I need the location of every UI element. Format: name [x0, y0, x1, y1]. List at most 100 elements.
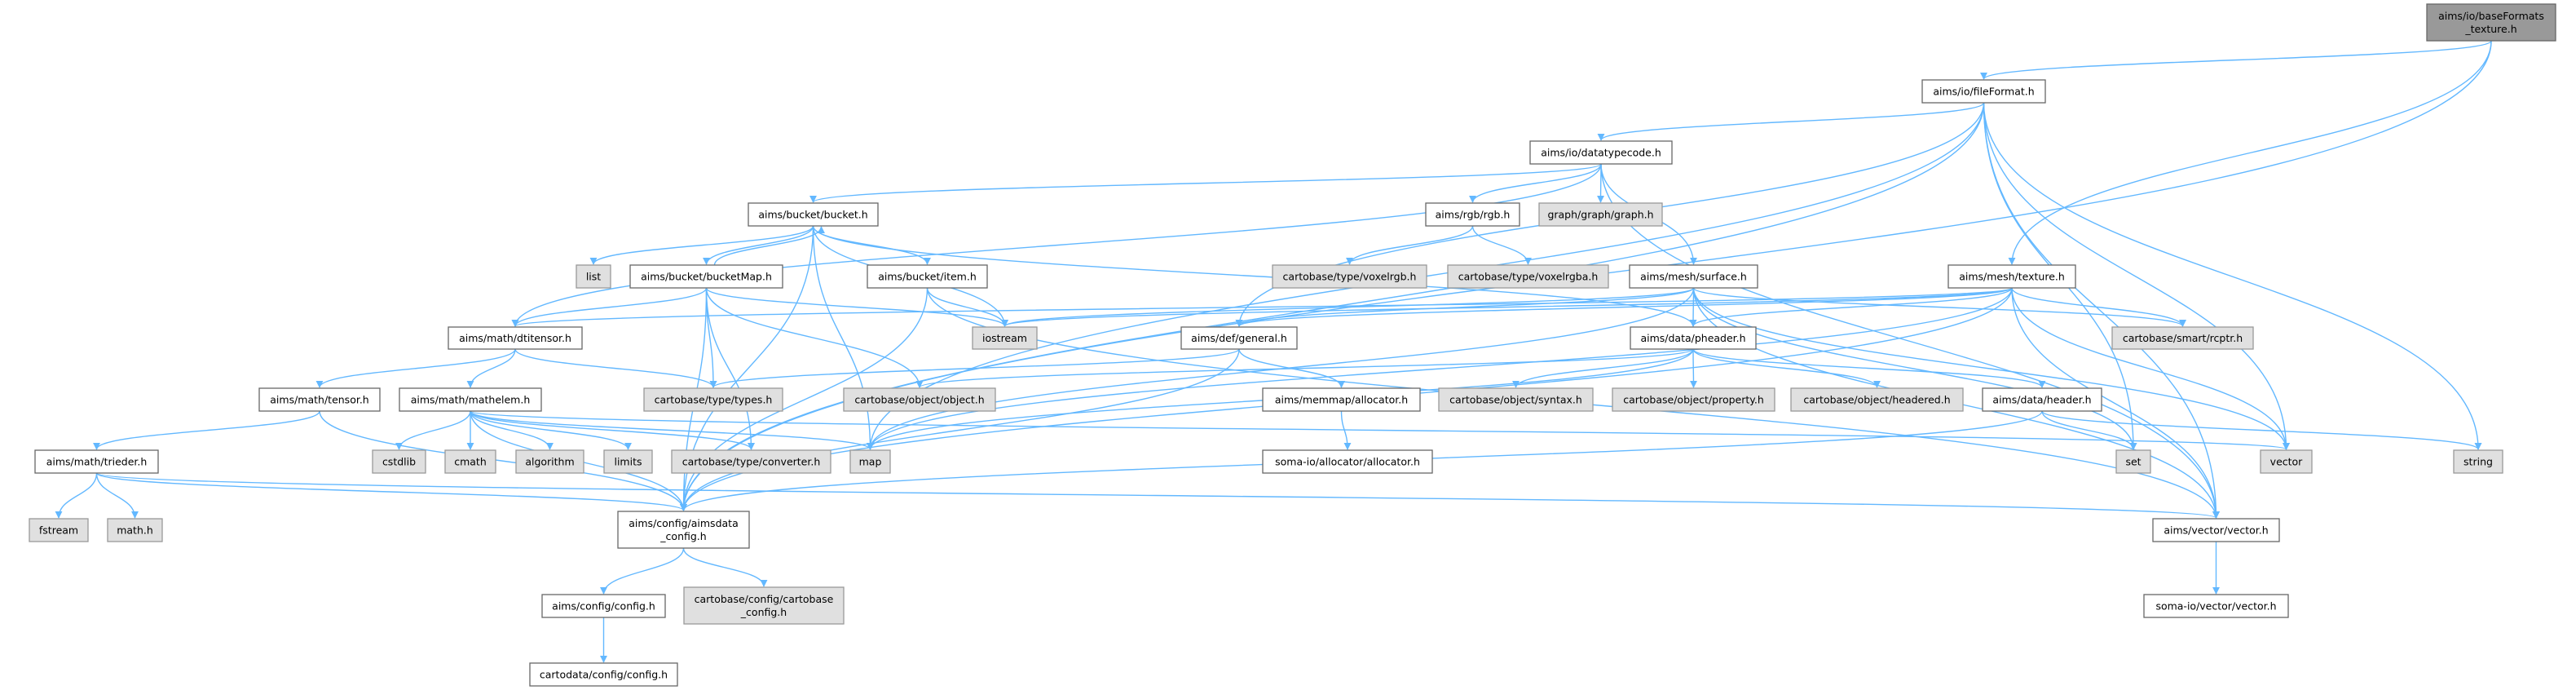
node-allocator[interactable]: aims/memmap/allocator.h: [1262, 387, 1421, 412]
node-box: [617, 511, 750, 549]
node-object: cartobase/object/object.h: [843, 387, 996, 412]
node-somaalloc[interactable]: soma-io/allocator/allocator.h: [1262, 449, 1433, 474]
node-label: string: [2464, 456, 2493, 468]
edge-aimsdataconfig-to-cartobaseconfig: [682, 547, 768, 587]
edge-mathelem-to-converter: [470, 410, 755, 450]
edge-bucket-to-map: [812, 225, 874, 450]
edge-mathelem-to-map: [470, 410, 874, 450]
edge-root-to-fileFormat: [1980, 40, 2492, 80]
node-box: [34, 449, 159, 474]
edge-texture-to-dtitensor: [512, 287, 2013, 327]
node-texture[interactable]: aims/mesh/texture.h: [1947, 264, 2076, 289]
edge-tensor-to-aimsdataconfig: [319, 410, 687, 511]
node-label: aims/bucket/bucket.h: [758, 209, 867, 221]
node-label: cartobase/config/cartobase: [695, 593, 834, 605]
node-set: set: [2115, 449, 2151, 474]
node-label: aims/math/trieder.h: [46, 456, 148, 468]
node-label: soma-io/vector/vector.h: [2155, 600, 2276, 613]
edge-bucket-to-list: [589, 225, 814, 265]
node-box: [444, 449, 496, 474]
node-general[interactable]: aims/def/general.h: [1180, 326, 1298, 350]
node-label: soma-io/allocator/allocator.h: [1275, 456, 1420, 468]
edge-bucketMap-to-object: [705, 287, 924, 388]
node-label: aims/vector/vector.h: [2164, 524, 2268, 537]
edge-pheader-to-property: [1689, 348, 1697, 388]
node-aimsvector[interactable]: aims/vector/vector.h: [2152, 518, 2280, 542]
node-box: [515, 449, 584, 474]
node-label: aims/data/pheader.h: [1640, 332, 1745, 344]
node-rgb[interactable]: aims/rgb/rgb.h: [1425, 202, 1520, 227]
node-fileFormat[interactable]: aims/io/fileFormat.h: [1921, 79, 2046, 104]
edge-mathelem-to-cstdlib: [395, 410, 471, 450]
node-cartodataconfig[interactable]: cartodata/config/config.h: [529, 662, 678, 687]
node-headered: cartobase/object/headered.h: [1790, 387, 1964, 412]
node-label: map: [859, 456, 882, 468]
node-surface[interactable]: aims/mesh/surface.h: [1629, 264, 1758, 289]
node-label: cmath: [454, 456, 487, 468]
node-label: aims/math/tensor.h: [270, 394, 368, 406]
node-box: [1529, 140, 1673, 165]
edge-texture-to-rcptr: [2011, 287, 2186, 327]
node-iostream: iostream: [972, 326, 1038, 350]
node-label: vector: [2270, 456, 2304, 468]
node-dtitensor[interactable]: aims/math/dtitensor.h: [448, 326, 583, 350]
node-trieder[interactable]: aims/math/trieder.h: [34, 449, 159, 474]
edges-layer: [55, 40, 2492, 663]
node-label: limits: [614, 456, 642, 468]
edge-surface-to-iostream: [1001, 287, 1695, 327]
node-box: [1438, 387, 1594, 412]
edge-trieder-to-mathh: [95, 472, 139, 519]
node-box: [972, 326, 1038, 350]
node-syntax: cartobase/object/syntax.h: [1438, 387, 1594, 412]
node-cmath: cmath: [444, 449, 496, 474]
edge-dtitensor-to-tensor: [315, 348, 516, 388]
edge-trieder-to-aimsdataconfig: [95, 472, 687, 511]
edge-texture-to-map: [867, 287, 2013, 450]
node-label: math.h: [117, 524, 153, 537]
edge-general-to-types: [709, 348, 1240, 388]
edge-header-to-string: [2041, 410, 2482, 450]
edge-texture-to-aimsvector: [2011, 287, 2220, 519]
edge-texture-to-vector: [2011, 287, 2290, 450]
node-property: cartobase/object/property.h: [1612, 387, 1775, 412]
node-box: [1790, 387, 1964, 412]
node-label: cartobase/object/syntax.h: [1449, 394, 1582, 406]
node-label: aims/mesh/texture.h: [1959, 271, 2065, 283]
node-pheader[interactable]: aims/data/pheader.h: [1630, 326, 1757, 350]
node-label: cartobase/object/property.h: [1623, 394, 1764, 406]
edge-pheader-to-headered: [1692, 348, 1881, 388]
node-box: [2426, 3, 2556, 42]
node-label: cartobase/type/converter.h: [682, 456, 821, 468]
node-box: [258, 387, 381, 412]
edge-mathelem-to-limits: [470, 410, 632, 450]
node-tensor[interactable]: aims/math/tensor.h: [258, 387, 381, 412]
node-aimsdataconfig[interactable]: aims/config/aimsdata_config.h: [617, 511, 750, 549]
node-label: aims/def/general.h: [1191, 332, 1287, 344]
edge-mathelem-to-algorithm: [470, 410, 554, 450]
node-box: [1262, 449, 1433, 474]
edge-texture-to-iostream: [1001, 287, 2013, 327]
node-mathelem[interactable]: aims/math/mathelem.h: [399, 387, 542, 412]
node-root[interactable]: aims/io/baseFormats_texture.h: [2426, 3, 2556, 42]
node-rcptr: cartobase/smart/rcptr.h: [2111, 326, 2254, 350]
node-bucket[interactable]: aims/bucket/bucket.h: [748, 202, 879, 227]
edge-pheader-to-header: [1692, 348, 2046, 388]
node-box: [2115, 449, 2151, 474]
edge-texture-to-pheader: [1689, 287, 2013, 327]
edge-datatypecode-to-dtitensor: [511, 163, 1602, 327]
node-datatypecode[interactable]: aims/io/datatypecode.h: [1529, 140, 1673, 165]
edge-root-to-texture: [2008, 40, 2492, 265]
nodes-layer: aims/io/baseFormats_texture.h aims/io/fil…: [29, 3, 2556, 687]
node-label: cstdlib: [382, 456, 416, 468]
node-box: [2152, 518, 2280, 542]
node-box: [603, 449, 653, 474]
node-label: aims/io/fileFormat.h: [1933, 86, 2034, 98]
node-item[interactable]: aims/bucket/item.h: [867, 264, 988, 289]
node-aimsconfig[interactable]: aims/config/config.h: [541, 594, 666, 618]
node-label: aims/memmap/allocator.h: [1275, 394, 1408, 406]
node-bucketMap[interactable]: aims/bucket/bucketMap.h: [629, 264, 783, 289]
node-header[interactable]: aims/data/header.h: [1982, 387, 2102, 412]
node-label: aims/math/dtitensor.h: [459, 332, 571, 344]
node-somavector[interactable]: soma-io/vector/vector.h: [2143, 594, 2289, 618]
